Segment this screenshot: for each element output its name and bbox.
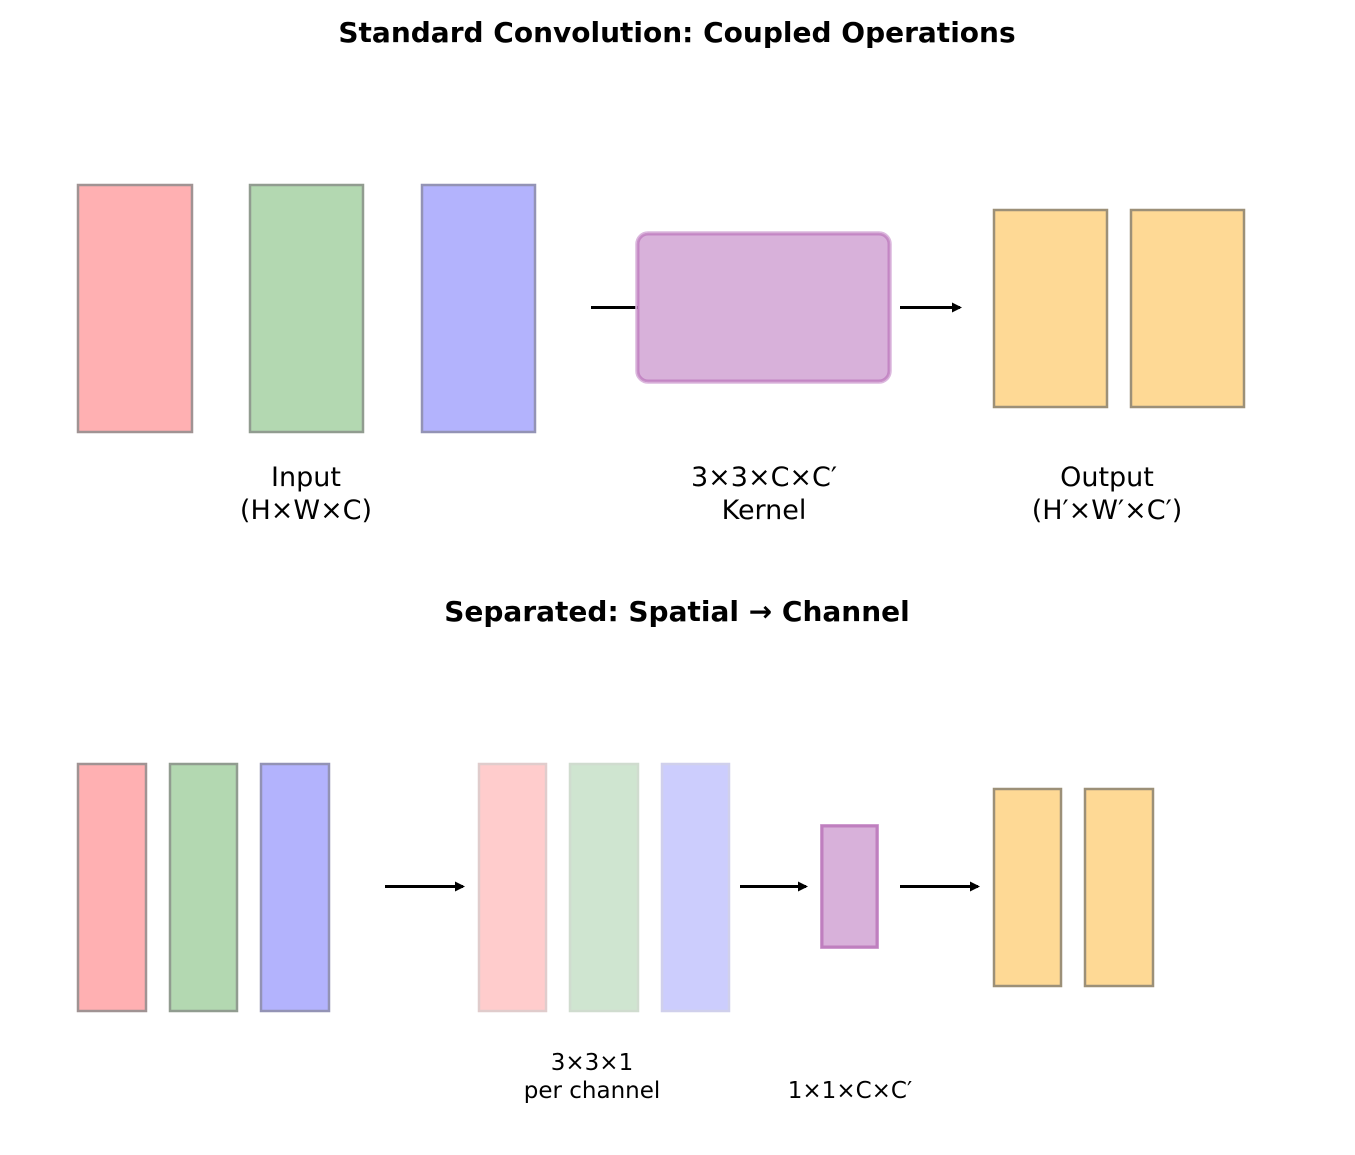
input-channel-green	[248, 183, 365, 434]
standard-convolution-title: Standard Convolution: Coupled Operations	[338, 16, 1015, 49]
depthwise-label-line2: per channel	[524, 1078, 661, 1104]
standard-input-tensor	[76, 183, 537, 434]
depthwise-kernels	[477, 762, 731, 1013]
full-kernel-block	[636, 232, 891, 383]
sep-input-channel-green	[168, 762, 239, 1013]
input-channel-red	[76, 183, 194, 434]
input-label-line2: (H×W×C)	[240, 495, 372, 526]
sep-output-channel-1	[992, 787, 1063, 988]
input-label-line1: Input	[271, 462, 341, 493]
kernel-label-line2: Kernel	[722, 495, 807, 526]
depthwise-kernel-blue	[660, 762, 731, 1013]
output-label-line1: Output	[1060, 462, 1154, 493]
output-label-line2: (H′×W′×C′)	[1032, 495, 1183, 526]
separated-output-tensor	[992, 787, 1155, 988]
depthwise-label-line1: 3×3×1	[551, 1050, 633, 1076]
full-kernel-block-halo	[635, 231, 892, 384]
kernel-label-line1: 3×3×C×C′	[691, 462, 837, 493]
pointwise-label: 1×1×C×C′	[788, 1078, 912, 1104]
depthwise-kernel-green	[568, 762, 640, 1013]
output-channel-1	[992, 208, 1109, 409]
output-channel-2	[1129, 208, 1246, 409]
sep-output-channel-2	[1083, 787, 1155, 988]
input-channel-blue	[420, 183, 537, 434]
sep-input-channel-red	[76, 762, 148, 1013]
depthwise-kernel-red	[477, 762, 548, 1013]
separated-input-tensor	[76, 762, 331, 1013]
pointwise-kernel	[820, 824, 879, 949]
sep-input-channel-blue	[259, 762, 331, 1013]
separated-convolution-title: Separated: Spatial → Channel	[444, 595, 910, 628]
standard-output-tensor	[992, 208, 1246, 409]
